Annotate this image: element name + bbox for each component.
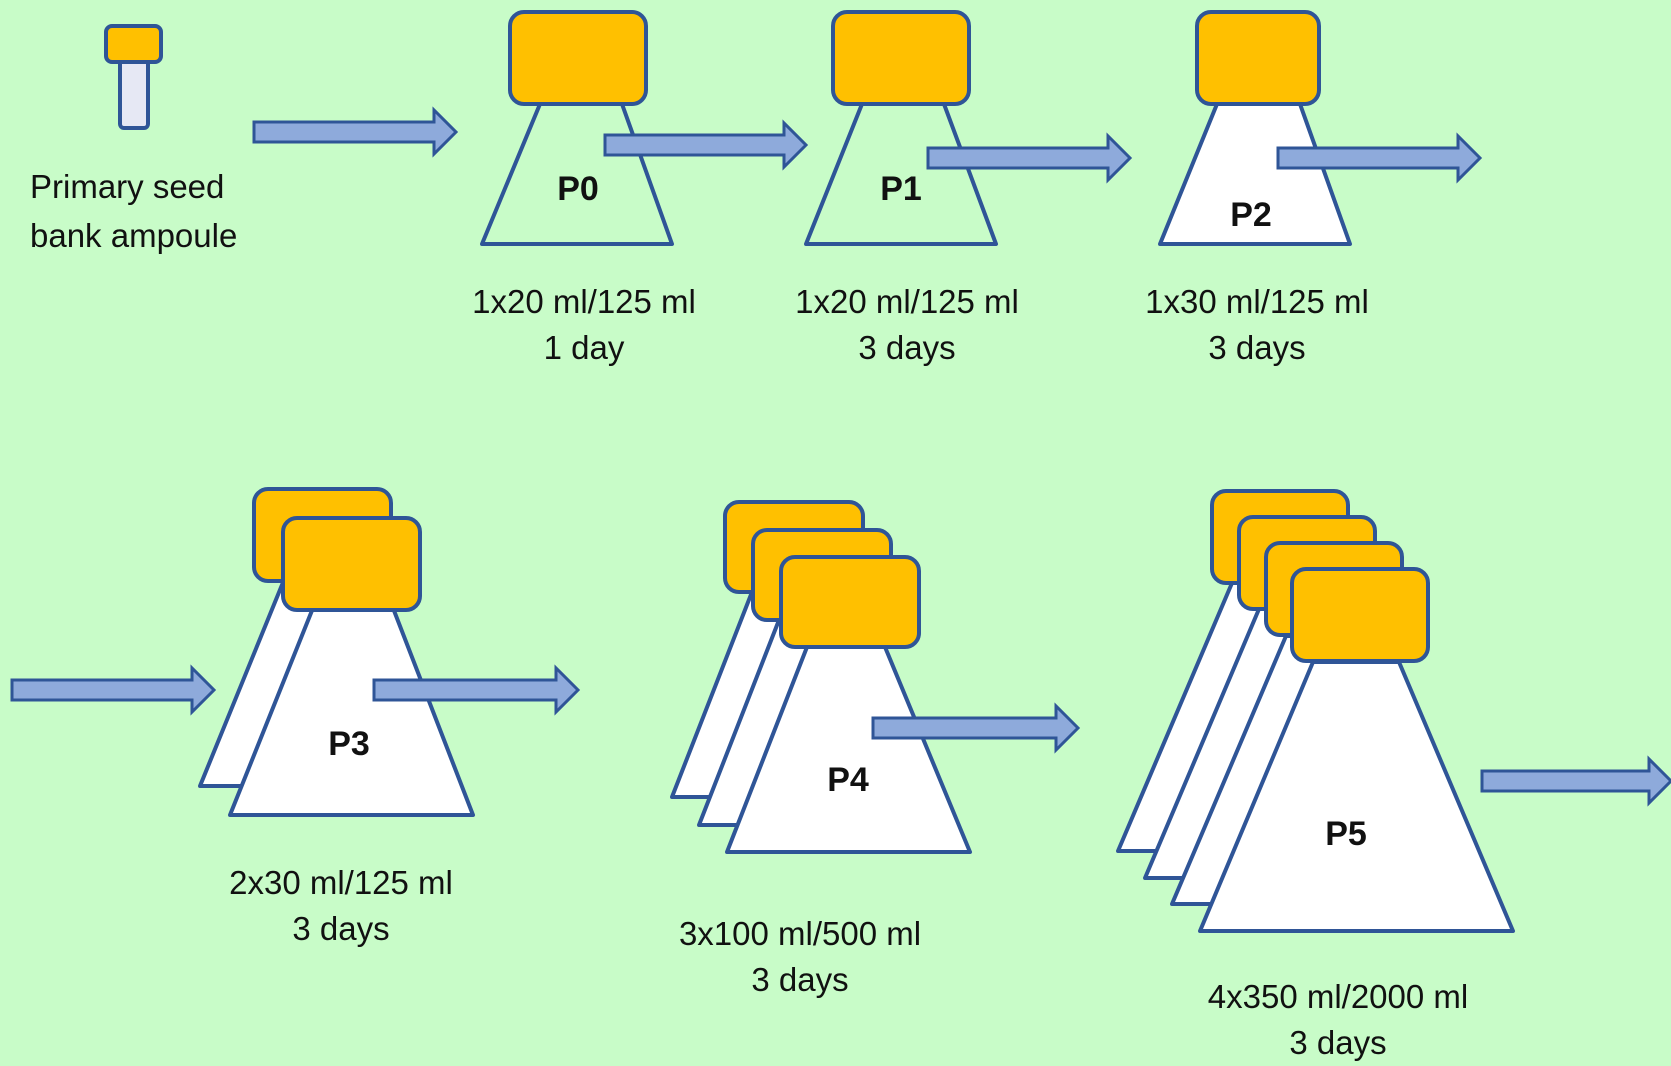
stage-p0-duration: 1 day xyxy=(543,329,625,366)
stage-p2-volume: 1x30 ml/125 ml xyxy=(1145,283,1369,320)
stage-label-p5: P5 xyxy=(1325,815,1367,853)
stage-p3-volume: 2x30 ml/125 ml xyxy=(229,864,453,901)
stage-p4-volume: 3x100 ml/500 ml xyxy=(678,915,922,952)
ampoule-label-line1: Primary seed xyxy=(30,168,225,205)
stage-p3-duration: 3 days xyxy=(292,910,390,947)
arrow-p2-to-next xyxy=(1276,132,1483,184)
flask-p2-cap xyxy=(1195,10,1321,106)
ampoule-tube xyxy=(118,56,150,130)
ampoule-label-line2: bank ampoule xyxy=(30,217,238,254)
stage-label-p4: P4 xyxy=(827,761,869,799)
flask-p3-front-cap xyxy=(281,516,422,612)
flask-p0 xyxy=(480,10,674,246)
stage-p4-duration: 3 days xyxy=(751,961,849,998)
stage-p1-duration: 3 days xyxy=(858,329,956,366)
ampoule-cap xyxy=(104,24,163,64)
stage-p0-volume: 1x20 ml/125 ml xyxy=(472,283,696,320)
arrow-ampoule-to-p0 xyxy=(252,106,459,158)
flask-p5-4 xyxy=(1198,567,1515,933)
arrow-p5-to-next xyxy=(1480,755,1671,807)
stage-p5-volume: 4x350 ml/2000 ml xyxy=(1207,978,1469,1015)
stage-label-p3: P3 xyxy=(328,725,370,763)
flask-p0-cap xyxy=(508,10,648,106)
arrow-p4-to-p5 xyxy=(871,702,1081,754)
stage-p5-duration: 3 days xyxy=(1289,1024,1387,1061)
flask-p4-front-cap xyxy=(779,555,921,649)
flask-p1-cap xyxy=(831,10,971,106)
flask-p3-front xyxy=(228,516,475,817)
stage-label-p0: P0 xyxy=(557,170,599,208)
arrow-p0-to-p1 xyxy=(603,119,809,171)
stage-label-p1: P1 xyxy=(880,170,922,208)
flask-p1 xyxy=(804,10,998,246)
stage-label-p2: P2 xyxy=(1230,196,1272,234)
arrow-p1-to-p2 xyxy=(926,132,1133,184)
arrow-p3-to-p4 xyxy=(372,664,581,716)
flask-p4-front xyxy=(725,555,972,854)
stage-p1-volume: 1x20 ml/125 ml xyxy=(795,283,1019,320)
arrow-incoming-to-p3 xyxy=(10,664,217,716)
ampoule-icon xyxy=(104,24,163,130)
flask-p2 xyxy=(1158,10,1352,246)
stage-p2-duration: 3 days xyxy=(1208,329,1306,366)
flask-p5-4-cap xyxy=(1290,567,1430,663)
